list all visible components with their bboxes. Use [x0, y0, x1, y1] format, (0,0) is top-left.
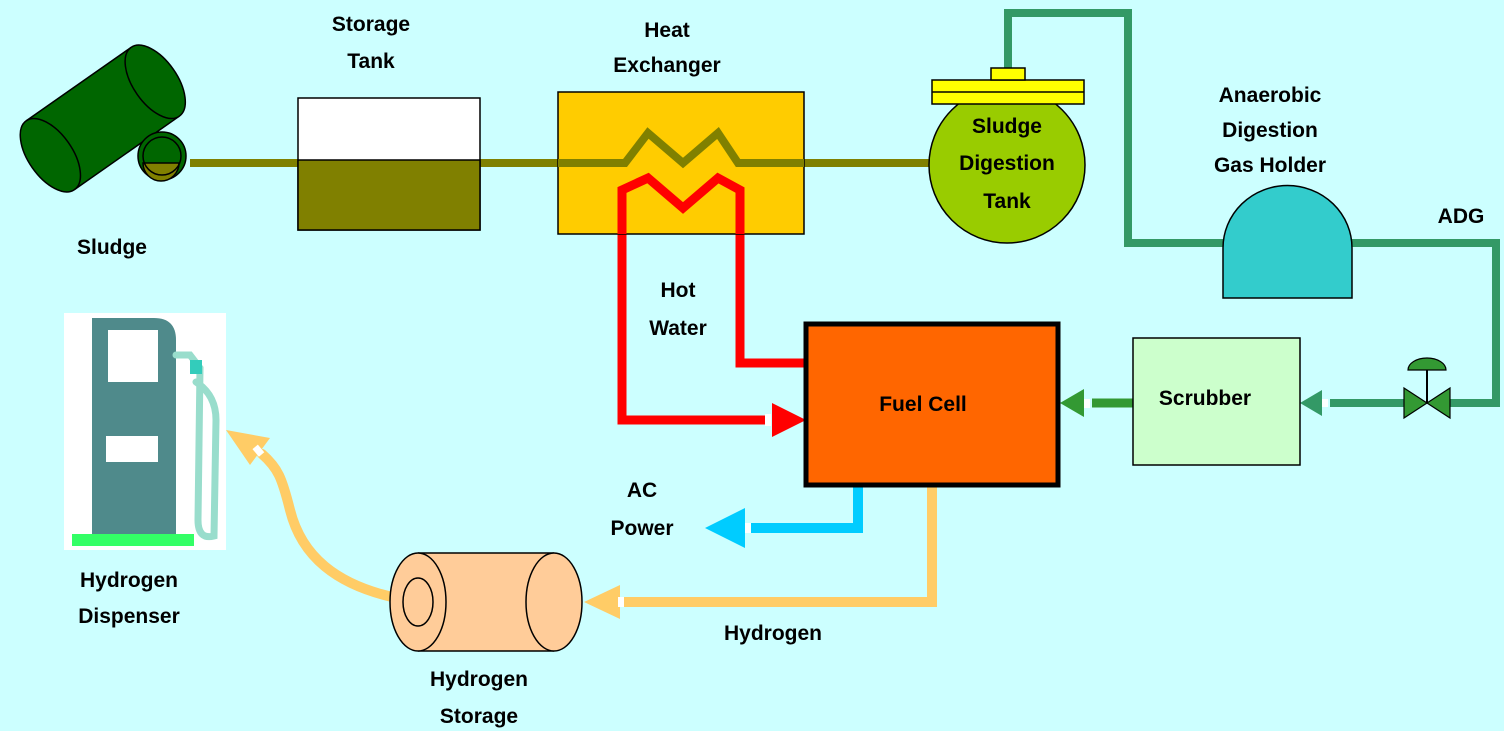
heat-exchanger-water-coil [617, 172, 745, 234]
gas-pipe-to-holder [1004, 9, 1226, 247]
dispense-arrowhead [226, 430, 270, 465]
gas-holder [1222, 184, 1353, 299]
storage-tank [297, 97, 481, 231]
valve-icon[interactable] [1403, 357, 1451, 420]
clean-gas-arrowhead [1060, 389, 1084, 417]
label-hot-water-1: Hot [661, 279, 696, 302]
label-hydrogen-dispenser-1: Hydrogen [80, 569, 178, 592]
label-hydrogen-dispenser-2: Dispenser [78, 605, 180, 628]
label-hot-water-2: Water [649, 317, 707, 340]
hydrogen-pump-icon [64, 313, 226, 550]
hydrogen-storage-cylinder [389, 552, 583, 652]
label-heat-exchanger-2: Exchanger [613, 54, 720, 77]
fuel-cell [803, 321, 1061, 488]
sludge-digestion-tank [928, 67, 1086, 244]
label-digestion-tank-3: Tank [983, 190, 1031, 213]
label-gas-holder-1: Anaerobic [1219, 84, 1322, 107]
adg-pipe [1352, 239, 1500, 407]
label-scrubber: Scrubber [1159, 387, 1251, 410]
label-fuel-cell: Fuel Cell [879, 393, 967, 416]
label-ac-power-1: AC [627, 479, 657, 502]
label-gas-holder-2: Digestion [1222, 119, 1318, 142]
hydrogen-dispense-line [257, 449, 425, 607]
sludge-drum [19, 44, 187, 193]
label-sludge: Sludge [77, 236, 147, 259]
label-gas-holder-3: Gas Holder [1214, 154, 1326, 177]
hydrogen-arrowhead [584, 585, 620, 619]
label-hydrogen-storage-1: Hydrogen [430, 668, 528, 691]
label-digestion-tank-1: Sludge [972, 115, 1042, 138]
label-ac-power-2: Power [610, 517, 673, 540]
label-adg: ADG [1438, 205, 1485, 228]
label-storage-tank-1: Storage [332, 13, 410, 36]
label-storage-tank-2: Tank [347, 50, 395, 73]
heat-exchanger-sludge-coil [558, 127, 804, 169]
scrubber [1132, 337, 1301, 466]
hot-water-arrowhead [772, 403, 806, 437]
hydrogen-line [622, 485, 937, 607]
label-hydrogen-storage-2: Storage [440, 705, 518, 728]
label-digestion-tank-2: Digestion [959, 152, 1055, 175]
adg-arrowhead [1300, 390, 1322, 416]
ac-power-line [745, 485, 863, 533]
label-hydrogen: Hydrogen [724, 622, 822, 645]
ac-power-arrowhead [705, 508, 745, 548]
label-heat-exchanger-1: Heat [644, 19, 690, 42]
